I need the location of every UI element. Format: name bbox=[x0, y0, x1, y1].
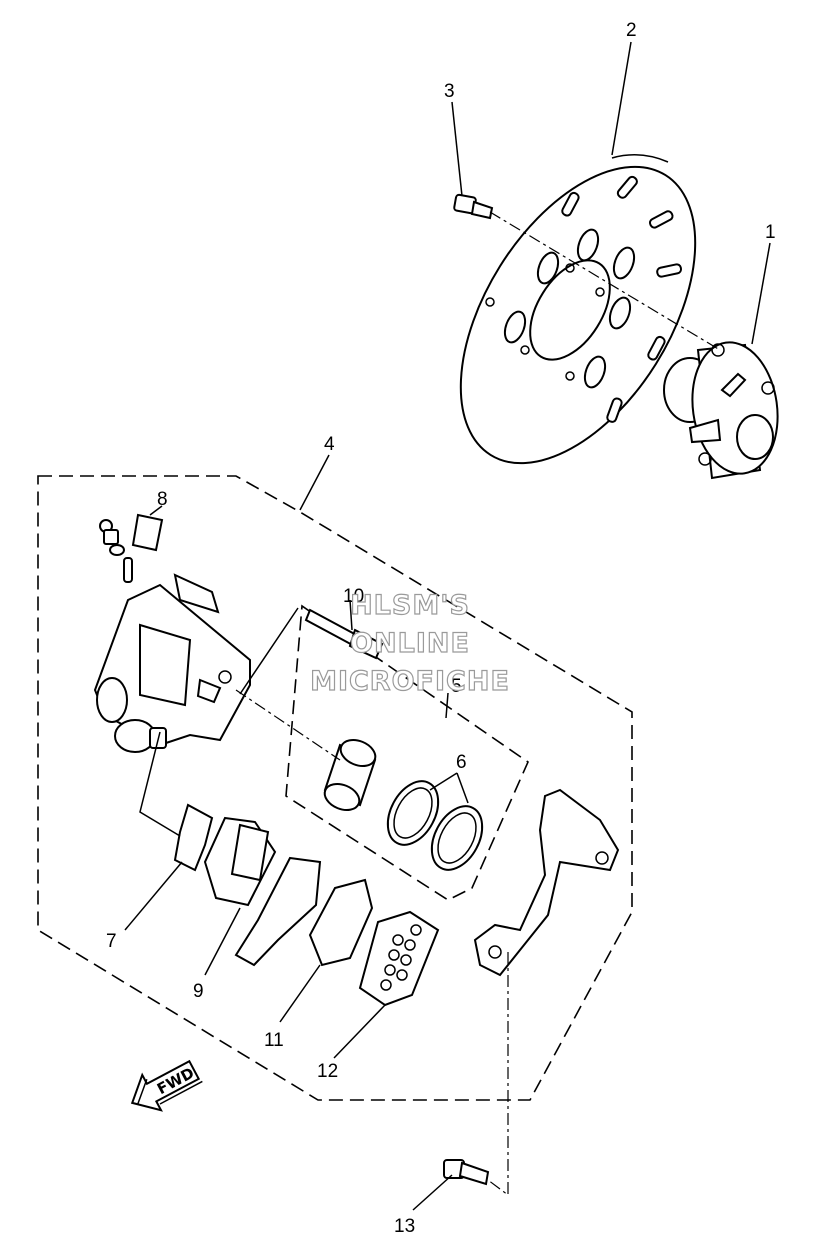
watermark-line-3: MICROFICHE bbox=[310, 666, 510, 697]
callout-9: 9 bbox=[193, 981, 204, 1002]
wheel-hub bbox=[663, 341, 779, 480]
callout-6: 6 bbox=[456, 752, 467, 773]
callout-12: 12 bbox=[317, 1061, 338, 1082]
brake-disc bbox=[459, 154, 697, 465]
brake-pads bbox=[203, 816, 322, 967]
watermark-line-1: HLSM'S bbox=[350, 590, 470, 621]
leader-lines bbox=[124, 41, 771, 1211]
pin-guide-line bbox=[139, 607, 299, 837]
callout-5: 5 bbox=[451, 676, 462, 697]
pad-spring bbox=[173, 803, 214, 872]
disc-bolt bbox=[453, 193, 494, 220]
caliper-body bbox=[93, 573, 251, 753]
pin-axis-line bbox=[235, 689, 341, 761]
caliper-assembly-outline bbox=[37, 475, 633, 1101]
bleeder-screw bbox=[99, 513, 164, 583]
callout-10: 10 bbox=[343, 586, 364, 607]
bracket-axis-line bbox=[487, 952, 509, 1197]
bolt-axis-line bbox=[489, 211, 721, 351]
piston-seals bbox=[386, 780, 484, 871]
piston-kit-outline bbox=[285, 604, 530, 901]
brake-shim bbox=[308, 878, 374, 967]
piston bbox=[323, 738, 377, 812]
callout-7: 7 bbox=[106, 931, 117, 952]
callout-8: 8 bbox=[157, 489, 168, 510]
bracket-bolt bbox=[443, 1159, 490, 1186]
callout-1: 1 bbox=[765, 222, 776, 243]
forward-direction-arrow: FWD bbox=[130, 1059, 203, 1112]
caliper-bracket bbox=[473, 788, 620, 977]
callout-3: 3 bbox=[444, 81, 455, 102]
pad-support bbox=[358, 910, 440, 1007]
caliper-pin bbox=[304, 608, 384, 660]
callout-11: 11 bbox=[264, 1030, 284, 1051]
callout-4: 4 bbox=[324, 434, 335, 455]
callout-2: 2 bbox=[626, 20, 637, 41]
watermark-line-2: ONLINE bbox=[350, 628, 470, 659]
callout-13: 13 bbox=[394, 1216, 415, 1237]
